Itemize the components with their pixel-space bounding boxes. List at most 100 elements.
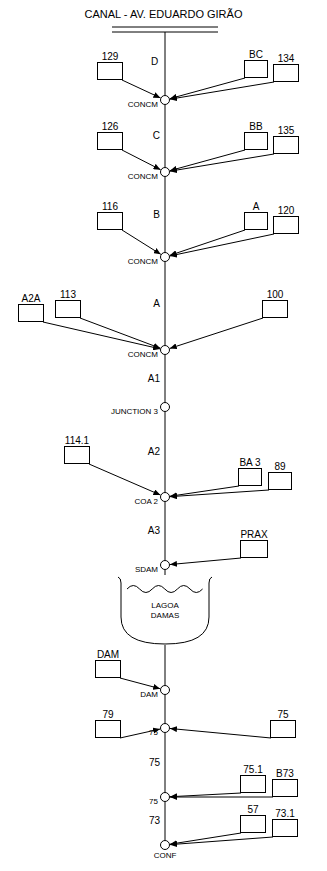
subcatchment-id: 79	[102, 709, 113, 720]
junction-node: 75	[160, 723, 170, 733]
channel-segment	[165, 733, 166, 792]
subcatchment-id: 129	[102, 51, 119, 62]
subcatchment-id: 100	[267, 289, 284, 300]
inflow-arrow	[170, 837, 273, 845]
junction-node: 75	[160, 792, 170, 802]
subcatchment-id: 114.1	[65, 435, 89, 446]
subcatchment-id: DAM	[97, 649, 119, 660]
junction-name: COA 2	[134, 497, 158, 506]
subcatchment-box: PRAX	[240, 540, 268, 558]
inflow-arrow	[170, 728, 271, 738]
inflow-arrow	[80, 318, 160, 348]
subcatchment-box: BB	[244, 132, 268, 150]
junction-name: CONCM	[128, 350, 158, 359]
canal-title: CANAL - AV. EDUARDO GIRÃO	[0, 8, 327, 21]
subcatchment-id: 126	[102, 121, 119, 132]
subcatchment-id: 120	[278, 205, 295, 216]
subcatchment-box: BC	[244, 60, 268, 78]
junction-name: DAM	[140, 690, 158, 699]
subcatchment-box: A2A	[18, 304, 44, 322]
lagoon-node: LAGOA DAMAS	[117, 575, 213, 645]
segment-label: A3	[147, 525, 161, 537]
subcatchment-id: 134	[278, 53, 295, 64]
channel-segment	[165, 802, 166, 840]
channel-segment	[165, 262, 166, 345]
subcatchment-id: 116	[102, 201, 118, 212]
subcatchment-id: 75.1	[243, 764, 262, 775]
junction-node: CONCM	[160, 345, 170, 355]
channel-segment	[165, 355, 166, 402]
subcatchment-box: 73.1	[272, 819, 298, 837]
subcatchment-box: A	[244, 212, 268, 230]
subcatchment-id: 75	[277, 709, 288, 720]
junction-name: CONCM	[128, 257, 158, 266]
subcatchment-id: BA 3	[239, 457, 260, 468]
junction-name: CONCM	[128, 172, 158, 181]
canal-line	[112, 27, 218, 28]
subcatchment-box: B73	[272, 779, 298, 797]
subcatchment-box: 100	[262, 300, 288, 318]
subcatchment-box: 134	[273, 64, 299, 82]
channel-segment	[165, 412, 166, 492]
channel-segment	[165, 105, 166, 167]
junction-node: COA 2	[160, 492, 170, 502]
junction-name: JUNCTION 3	[111, 407, 158, 416]
subcatchment-box: 75.1	[240, 775, 266, 793]
junction-name: SDAM	[135, 565, 158, 574]
junction-node: SDAM	[160, 560, 170, 570]
inflow-arrow	[122, 230, 161, 254]
inflow-arrow	[120, 678, 160, 689]
subcatchment-id: 113	[60, 289, 76, 300]
segment-label: A	[152, 298, 161, 310]
subcatchment-box: 57	[240, 815, 266, 833]
subcatchment-box: 79	[95, 720, 121, 738]
junction-node: JUNCTION 3	[160, 402, 170, 412]
subcatchment-id: A2A	[22, 293, 41, 304]
inflow-arrow	[122, 80, 160, 98]
segment-label: A2	[147, 446, 161, 458]
inflow-arrow	[170, 154, 274, 171]
subcatchment-id: 89	[274, 461, 285, 472]
subcatchment-box: 114.1	[64, 446, 90, 464]
inflow-arrow	[170, 490, 269, 497]
junction-node: CONCM	[160, 95, 170, 105]
subcatchment-id: B73	[276, 768, 294, 779]
subcatchment-box: 113	[55, 300, 81, 318]
subcatchment-id: 73.1	[275, 808, 294, 819]
inflow-arrow	[170, 558, 241, 565]
channel-segment	[165, 502, 166, 560]
junction-name: 75	[149, 728, 158, 737]
channel-segment	[165, 695, 166, 723]
segment-label: 73	[148, 815, 161, 827]
subcatchment-id: A	[253, 201, 260, 212]
channel-segment	[165, 177, 166, 252]
subcatchment-box: DAM	[95, 660, 121, 678]
subcatchment-box: 89	[268, 472, 292, 490]
subcatchment-box: 116	[97, 212, 123, 230]
lagoon-name: LAGOA DAMAS	[137, 601, 193, 620]
segment-label: 75	[148, 757, 161, 769]
junction-node: DAM	[160, 685, 170, 695]
channel-segment	[165, 570, 166, 575]
channel-segment	[165, 645, 166, 685]
subcatchment-box: 135	[273, 136, 299, 154]
inflow-arrow	[170, 793, 241, 797]
segment-label: C	[152, 130, 161, 142]
subcatchment-box: 75	[270, 720, 296, 738]
subcatchment-box: 126	[97, 132, 123, 150]
subcatchment-id: PRAX	[240, 529, 267, 540]
inflow-arrow	[89, 464, 160, 495]
subcatchment-id: BB	[249, 121, 262, 132]
junction-name: CONCM	[128, 100, 158, 109]
segment-label: B	[152, 209, 161, 221]
junction-node: CONCM	[160, 167, 170, 177]
subcatchment-id: 57	[247, 804, 258, 815]
segment-label: D	[150, 56, 159, 68]
inflow-arrow	[170, 318, 263, 348]
subcatchment-id: BC	[249, 49, 263, 60]
subcatchment-id: 135	[278, 125, 295, 136]
inflow-arrow	[122, 150, 161, 170]
subcatchment-box: 129	[97, 62, 123, 80]
subcatchment-box: BA 3	[238, 468, 262, 486]
